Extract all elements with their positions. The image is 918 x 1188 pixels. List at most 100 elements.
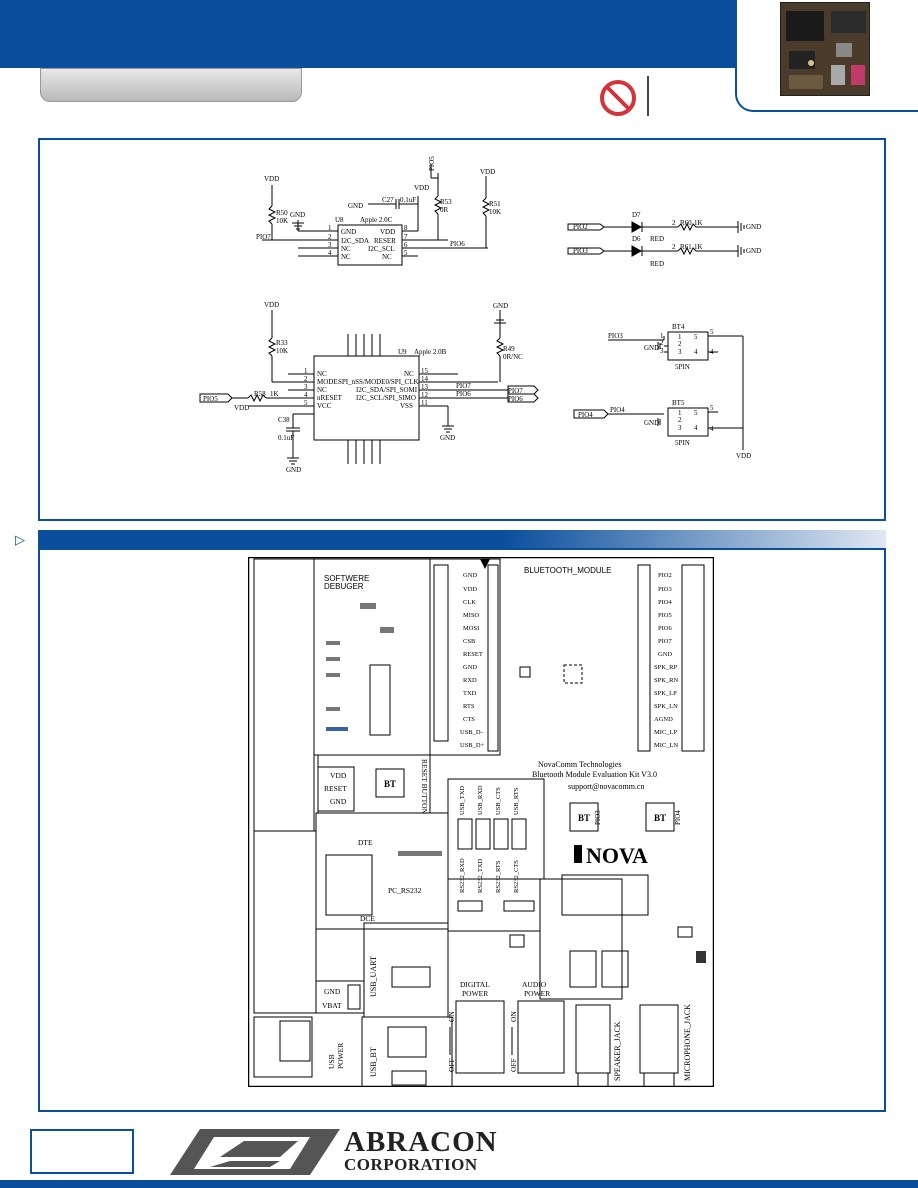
svg-text:2: 2 — [672, 243, 676, 251]
svg-text:1K: 1K — [694, 243, 703, 251]
svg-text:CSB: CSB — [463, 638, 476, 645]
svg-text:BLUETOOTH_MODULE: BLUETOOTH_MODULE — [524, 566, 611, 575]
pcb-panel — [38, 548, 886, 1112]
svg-text:USB_RXD: USB_RXD — [477, 785, 484, 815]
svg-text:0.1uF: 0.1uF — [278, 434, 294, 442]
svg-text:USB: USB — [327, 1054, 336, 1069]
svg-text:RS232_CTS: RS232_CTS — [513, 860, 520, 893]
svg-text:8: 8 — [404, 224, 408, 232]
svg-text:MICROPHONE_JACK: MICROPHONE_JACK — [683, 1004, 692, 1081]
svg-text:PIO4: PIO4 — [610, 406, 625, 414]
svg-text:SOFTWERE: SOFTWERE — [324, 574, 369, 583]
svg-text:5PIN: 5PIN — [675, 363, 690, 371]
svg-text:GND: GND — [644, 419, 659, 427]
svg-text:PIO3: PIO3 — [594, 810, 602, 825]
svg-text:MIC_LN: MIC_LN — [654, 742, 679, 749]
svg-text:RXD: RXD — [463, 677, 477, 684]
svg-text:PIO2: PIO2 — [658, 572, 672, 579]
svg-text:GND: GND — [330, 797, 347, 806]
svg-text:VDD: VDD — [480, 168, 495, 176]
svg-text:10K: 10K — [276, 347, 288, 355]
svg-text:SPK_LP: SPK_LP — [654, 690, 677, 697]
svg-text:GND: GND — [746, 247, 761, 255]
svg-text:RED: RED — [650, 235, 664, 243]
svg-text:PIO4: PIO4 — [674, 810, 682, 825]
page-number-box — [30, 1129, 134, 1174]
svg-text:GND: GND — [644, 344, 659, 352]
svg-text:USB_TXD: USB_TXD — [459, 785, 466, 815]
svg-text:GND: GND — [440, 434, 455, 442]
svg-text:C38: C38 — [278, 416, 290, 424]
svg-text:1K: 1K — [694, 219, 703, 227]
svg-text:POWER: POWER — [462, 989, 488, 998]
svg-text:GND: GND — [286, 466, 301, 474]
svg-text:3: 3 — [304, 383, 308, 391]
svg-text:4: 4 — [694, 348, 698, 356]
svg-text:Bluetooth Module Evaluation Ki: Bluetooth Module Evaluation Kit V3.0 — [532, 770, 657, 779]
arrow-icon: ▷ — [15, 533, 25, 548]
svg-text:NOVA: NOVA — [586, 843, 648, 868]
svg-text:VDD: VDD — [264, 175, 279, 183]
svg-text:R58: R58 — [254, 390, 266, 398]
svg-text:VSS: VSS — [400, 402, 413, 410]
schematic-panel — [38, 138, 886, 521]
svg-text:2: 2 — [678, 416, 682, 424]
svg-text:RESET BUTTON: RESET BUTTON — [420, 759, 429, 815]
svg-text:10K: 10K — [276, 217, 288, 225]
svg-text:C27: C27 — [382, 196, 394, 204]
svg-text:PIO7: PIO7 — [658, 638, 672, 645]
svg-text:DTE: DTE — [358, 838, 373, 847]
svg-text:PIO4: PIO4 — [658, 599, 672, 606]
svg-text:nRESET: nRESET — [317, 394, 343, 402]
svg-text:NC: NC — [382, 253, 392, 261]
svg-text:R49: R49 — [503, 345, 515, 353]
svg-text:GND: GND — [463, 664, 477, 671]
svg-text:3: 3 — [660, 347, 664, 355]
svg-text:RS232_RTS: RS232_RTS — [495, 860, 502, 893]
svg-text:PIO3: PIO3 — [658, 586, 672, 593]
svg-text:I2C_SCL: I2C_SCL — [368, 245, 395, 253]
svg-text:1: 1 — [678, 333, 682, 341]
svg-text:TXD: TXD — [463, 690, 477, 697]
svg-text:USB_BT: USB_BT — [369, 1047, 378, 1077]
svg-text:4: 4 — [710, 348, 714, 356]
svg-text:NC: NC — [341, 253, 351, 261]
svg-text:MODE: MODE — [317, 378, 338, 386]
svg-text:BT5: BT5 — [672, 399, 685, 407]
svg-text:BT: BT — [654, 813, 666, 823]
svg-text:PIO4: PIO4 — [578, 411, 593, 419]
svg-text:7: 7 — [404, 233, 408, 241]
svg-text:RS232_TXD: RS232_TXD — [477, 858, 484, 893]
svg-text:5: 5 — [694, 333, 698, 341]
svg-text:NC: NC — [317, 370, 327, 378]
svg-text:USB_D+: USB_D+ — [460, 742, 485, 749]
svg-text:SPK_LN: SPK_LN — [654, 703, 678, 710]
svg-text:10K: 10K — [489, 208, 501, 216]
svg-text:GND: GND — [463, 572, 477, 579]
svg-text:DEBUGER: DEBUGER — [324, 582, 364, 591]
svg-text:R60: R60 — [680, 219, 692, 227]
svg-text:BT: BT — [384, 779, 396, 789]
svg-text:U8: U8 — [335, 216, 344, 224]
svg-text:0R: 0R — [440, 206, 449, 214]
svg-text:6: 6 — [404, 241, 408, 249]
svg-text:2: 2 — [304, 375, 308, 383]
svg-text:U9: U9 — [398, 348, 407, 356]
svg-text:BT: BT — [578, 813, 590, 823]
svg-text:GND: GND — [290, 211, 305, 219]
svg-text:I2C_SDA: I2C_SDA — [341, 237, 369, 245]
svg-text:USB_D-: USB_D- — [460, 729, 483, 736]
svg-text:OFF: OFF — [509, 1058, 518, 1072]
svg-text:5: 5 — [304, 399, 308, 407]
svg-text:VDD: VDD — [463, 586, 477, 593]
svg-text:DIGITAL: DIGITAL — [460, 980, 490, 989]
svg-text:GND: GND — [493, 302, 508, 310]
schematic-drawing: VDD R50 10K GND PIO7 U8 Apple 2.0C 1234 … — [199, 156, 761, 474]
svg-text:I2C_SCL/SPI_SIMO: I2C_SCL/SPI_SIMO — [356, 394, 416, 402]
svg-text:2: 2 — [672, 219, 676, 227]
svg-text:13: 13 — [421, 383, 429, 391]
svg-text:SPI_nSS/MODE0/SPI_CLK: SPI_nSS/MODE0/SPI_CLK — [338, 378, 419, 386]
svg-text:PIO5: PIO5 — [658, 612, 672, 619]
svg-text:SPK_RP: SPK_RP — [654, 664, 678, 671]
svg-text:MIC_LP: MIC_LP — [654, 729, 678, 736]
